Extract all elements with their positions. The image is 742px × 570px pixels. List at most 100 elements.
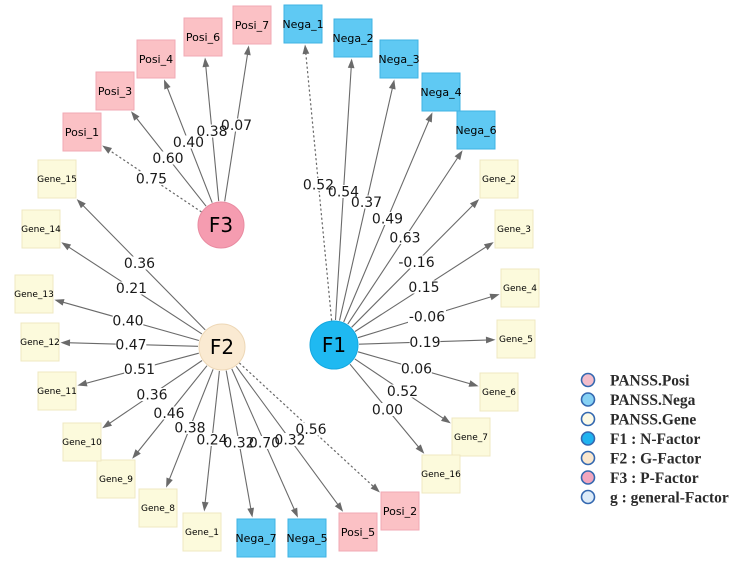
node-gene_16: [421, 454, 461, 494]
node-label-gene_5: Gene_5: [499, 335, 533, 345]
edge-label-bg: [249, 436, 280, 449]
arrowhead-F1-Nega_3: [388, 79, 396, 90]
edge-weight-label: 0.75: [136, 171, 167, 187]
node-label-nega_5: Nega_5: [286, 532, 327, 545]
edge-label-bg: [328, 185, 359, 198]
node-gene_2: [479, 159, 519, 199]
arrowhead-F1-Gene_5: [485, 336, 496, 344]
edge-label-bg-layer: [112, 118, 446, 449]
node-nega_4: [421, 72, 461, 112]
arrowhead-F1-Gene_16: [415, 444, 425, 454]
node-gene_8: [138, 488, 178, 528]
node-label-gene_16: Gene_16: [421, 470, 461, 480]
arrowhead-F1-Nega_1: [302, 44, 310, 55]
edge-label-bg: [303, 178, 334, 191]
edge-label-bg: [387, 384, 418, 398]
node-gene_13: [14, 274, 54, 314]
arrowhead-F3-Posi_1: [102, 145, 112, 154]
node-gene_6: [479, 372, 519, 412]
edge-weight-label: -0.16: [398, 255, 434, 271]
edge-label-bg: [153, 406, 185, 420]
node-label-posi_5: Posi_5: [341, 526, 375, 539]
node-posi_3: [95, 71, 135, 111]
node-label-gene_3: Gene_3: [497, 225, 531, 235]
arrowhead-F3-Posi_7: [244, 45, 251, 56]
edge-label-bg: [401, 362, 432, 375]
arrowhead-F3-Posi_6: [202, 57, 210, 68]
arrowhead-F3-Posi_3: [131, 111, 140, 121]
edge-label-bg: [372, 212, 403, 225]
arrowhead-F2-Gene_14: [61, 242, 72, 251]
node-nega_2: [333, 18, 373, 58]
node-nega_3: [379, 39, 419, 79]
legend-swatch-3: [580, 431, 596, 446]
node-label-gene_1: Gene_1: [185, 528, 219, 538]
node-gene_12: [20, 322, 60, 362]
factor-label-f3: F3: [209, 213, 233, 237]
edge-weight-label: 0.40: [173, 135, 204, 151]
node-posi_4: [136, 39, 176, 79]
factor-node-f3: [197, 201, 245, 249]
node-label-nega_3: Nega_3: [378, 53, 419, 66]
node-label-nega_6: Nega_6: [455, 124, 496, 137]
edge-weight-label: 0.00: [372, 402, 403, 418]
node-label-posi_6: Posi_6: [186, 31, 220, 44]
node-gene_14: [21, 209, 61, 249]
arrowhead-F2-Nega_7: [247, 507, 254, 518]
legend-item-label: PANSS.Gene: [610, 411, 696, 428]
node-nega_6: [456, 110, 496, 150]
edge-weight-label: 0.46: [153, 406, 184, 422]
edge-label-bg: [409, 335, 441, 349]
edge-weight-label: 0.47: [115, 337, 146, 353]
edge-weight-label: 0.70: [249, 435, 280, 451]
edge-weight-label: 0.37: [351, 195, 382, 211]
arrowhead-F1-Gene_6: [468, 380, 479, 387]
edge-label-bg: [351, 195, 382, 209]
edge-label-bg: [408, 280, 440, 294]
edge-weight-label: 0.15: [408, 280, 439, 296]
node-gene_7: [451, 417, 491, 457]
edge-weight-label: 0.49: [372, 211, 403, 227]
edge-weight-label: 0.32: [223, 435, 254, 451]
edge-label-bg: [174, 421, 206, 434]
node-gene_15: [37, 159, 77, 199]
legend-swatch-5: [580, 470, 596, 485]
node-label-posi_7: Posi_7: [235, 19, 269, 32]
edge-weight-label: 0.54: [328, 184, 359, 200]
legend-item-label: F2 : G-Factor: [610, 450, 701, 467]
node-label-gene_9: Gene_9: [99, 475, 133, 485]
arrowhead-F2-Nega_5: [291, 507, 298, 518]
node-label-posi_2: Posi_2: [383, 505, 417, 518]
arrowhead-F1-Gene_7: [441, 415, 451, 424]
edge-label-bg: [274, 433, 306, 446]
edge-F1-Nega_1: [304, 49, 333, 321]
legend-swatch-4: [580, 450, 596, 466]
node-label-nega_7: Nega_7: [235, 532, 276, 545]
node-label-posi_4: Posi_4: [139, 53, 173, 66]
node-gene_10: [62, 422, 102, 462]
node-nega_1: [283, 4, 323, 44]
edge-label-bg: [397, 255, 436, 269]
node-label-gene_13: Gene_13: [14, 290, 54, 300]
node-gene_1: [182, 512, 222, 552]
node-label-gene_14: Gene_14: [21, 225, 61, 235]
node-label-posi_1: Posi_1: [65, 126, 99, 139]
legend-item-label: g : general-Factor: [610, 489, 729, 506]
arrowhead-F1-Gene_3: [483, 242, 494, 251]
node-gene_11: [37, 371, 77, 411]
edge-weight-label: 0.63: [389, 230, 420, 246]
arrowhead-F2-Gene_10: [102, 420, 112, 429]
edge-label-bg: [116, 281, 147, 295]
legend-item-label: PANSS.Posi: [610, 372, 690, 389]
edge-weight-label: 0.38: [196, 124, 227, 140]
node-label-posi_3: Posi_3: [98, 85, 132, 98]
edge-label-bg: [152, 151, 184, 165]
factor-node-f2: [198, 323, 246, 371]
edge-weight-label: 0.06: [401, 361, 432, 377]
edge-label-bg: [221, 118, 252, 132]
